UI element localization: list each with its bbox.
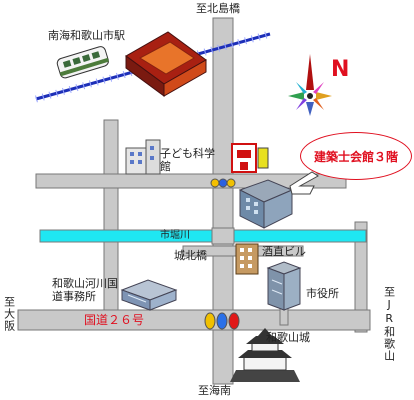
label-north-destination: 至北島橋 xyxy=(196,2,240,15)
label-destination: 建築士会館３階 xyxy=(313,149,398,164)
river-office-building-icon xyxy=(120,279,178,311)
label-river: 市堀川 xyxy=(160,230,190,241)
sakanao-building-icon xyxy=(235,243,259,275)
label-route-26: 国道２６号 xyxy=(84,313,145,327)
east-north-road xyxy=(354,221,368,333)
traffic-light-lower xyxy=(204,312,240,330)
destination-callout: 建築士会館３階 xyxy=(300,132,412,180)
science-museum-icon xyxy=(125,139,161,175)
label-castle: 和歌山城 xyxy=(266,331,310,344)
road-network xyxy=(17,17,371,385)
river xyxy=(39,229,367,243)
architects-hall-building-icon xyxy=(238,179,294,229)
gas-station-icon xyxy=(231,143,269,173)
north-mark: N xyxy=(331,57,349,82)
label-science-museum: 子ども科学館 xyxy=(160,147,215,173)
label-sakanao-building: 酒直ビル xyxy=(262,245,306,258)
bridge-deck xyxy=(211,227,235,245)
label-bridge: 城北橋 xyxy=(174,249,207,262)
label-south-destination: 至海南 xyxy=(198,384,231,397)
traffic-light-upper xyxy=(210,178,236,188)
station-building-icon xyxy=(125,31,207,97)
main-north-south-road xyxy=(212,17,234,385)
castle-icon xyxy=(230,328,300,382)
label-west-destination: 至大阪 xyxy=(2,296,16,332)
label-city-hall: 市役所 xyxy=(306,287,339,300)
label-station: 南海和歌山市駅 xyxy=(48,29,125,42)
route-26 xyxy=(17,309,371,331)
city-hall-building-icon xyxy=(266,261,302,311)
label-river-office: 和歌山河川国道事務所 xyxy=(52,277,118,303)
train-icon xyxy=(56,46,109,79)
label-east-destination: 至JR和歌山 xyxy=(382,286,396,362)
compass-icon xyxy=(288,54,332,116)
pointing-hand-icon xyxy=(289,171,319,195)
